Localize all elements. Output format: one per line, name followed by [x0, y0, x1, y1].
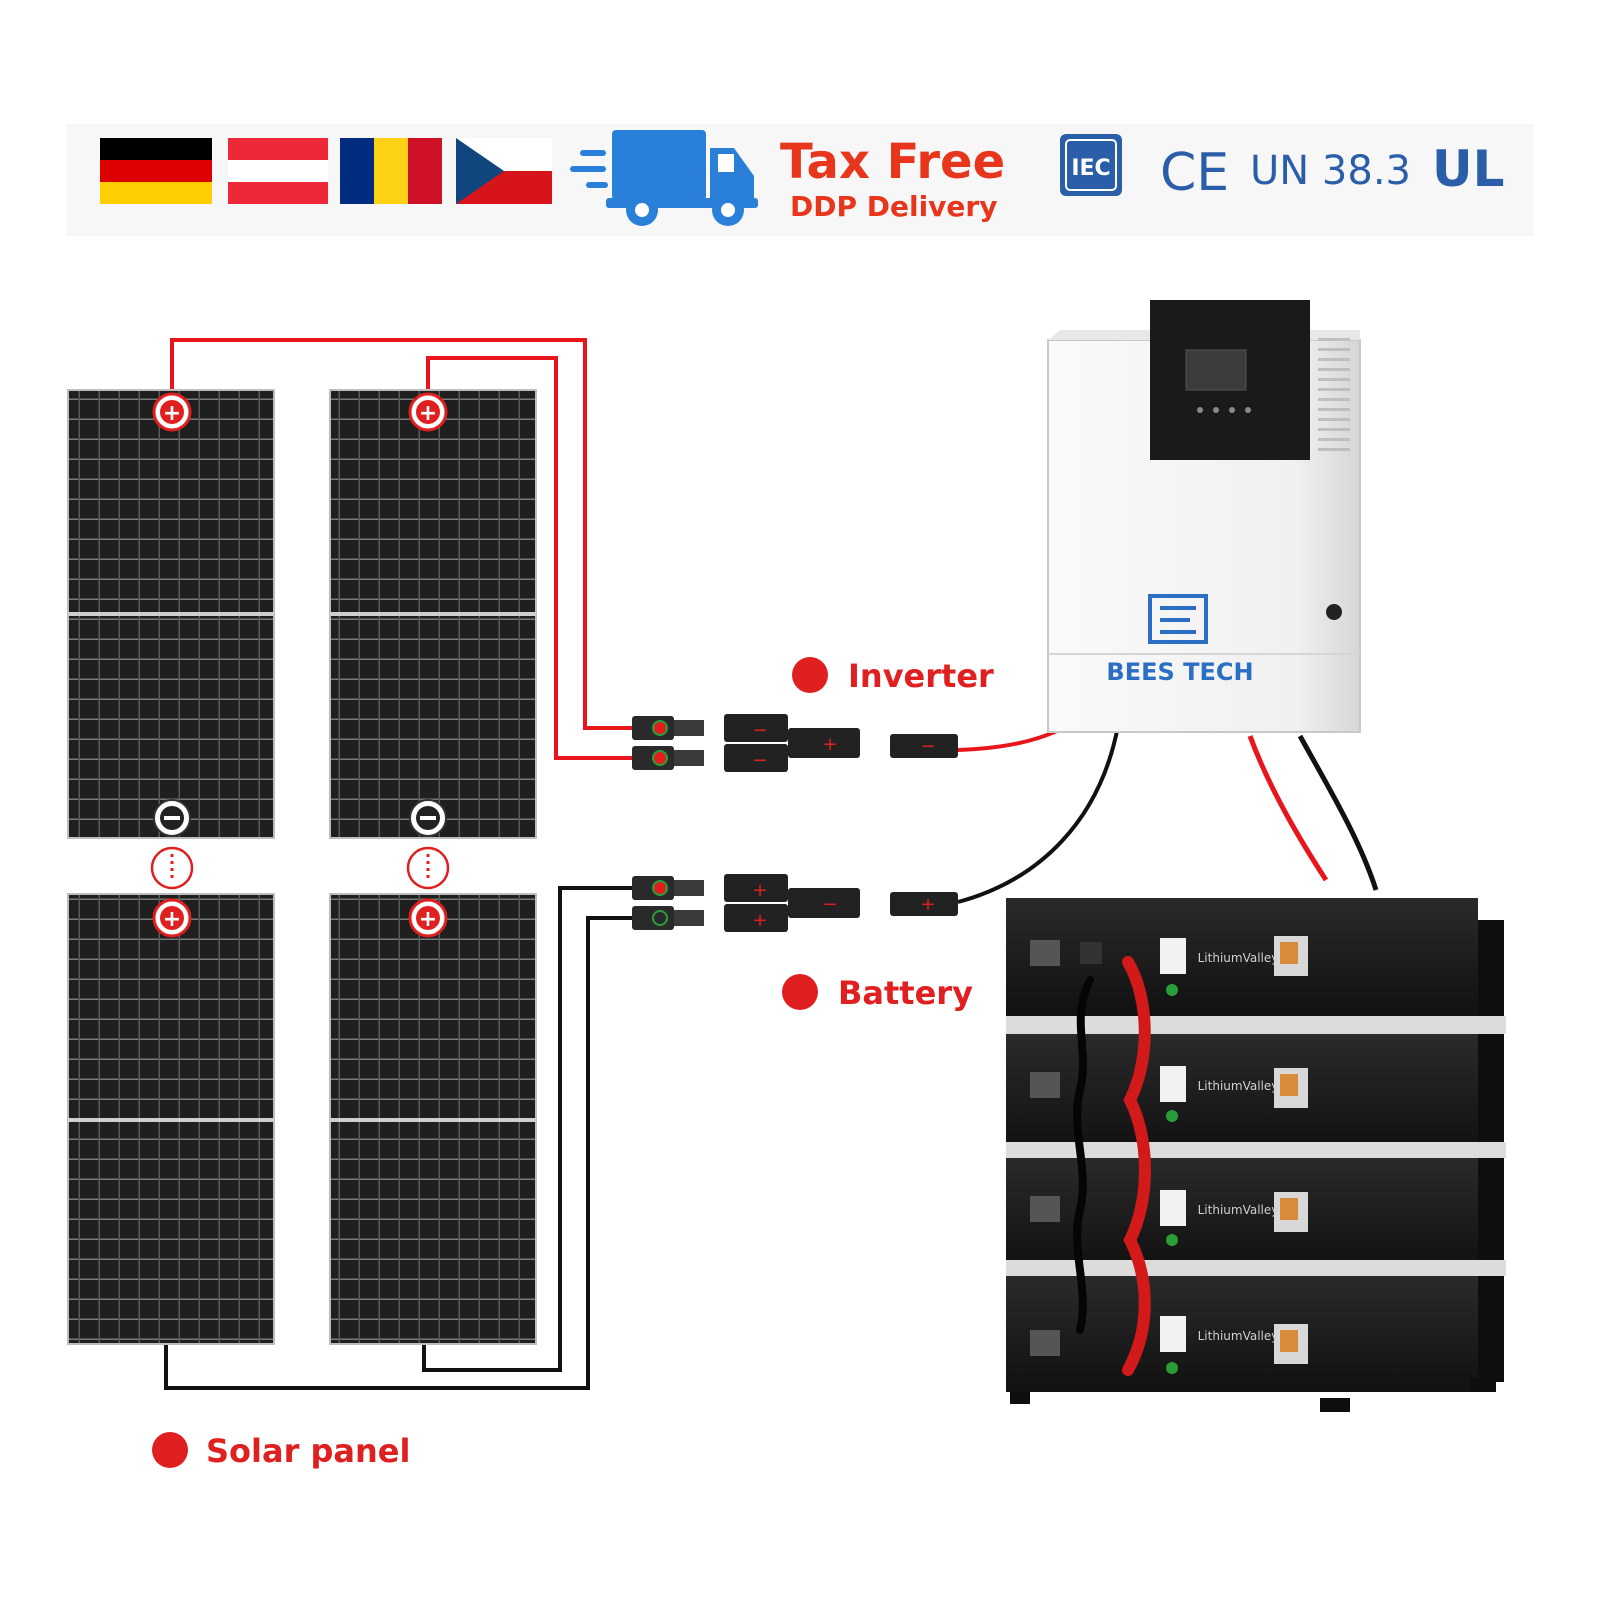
battery-positive-wire [1247, 735, 1329, 882]
svg-text:+: + [419, 401, 437, 426]
negative-terminal-icon [153, 799, 191, 837]
solar-panel-bottom-right [329, 893, 537, 1345]
svg-text:+: + [752, 880, 767, 901]
czech-flag-icon [456, 138, 552, 204]
series-link-icon [406, 846, 450, 890]
svg-text:LithiumValley: LithiumValley [1198, 1203, 1279, 1217]
battery-stack: LithiumValley LithiumValley LithiumValle… [1006, 898, 1506, 1412]
un383-text: UN 38.3 [1250, 148, 1411, 194]
ce-mark-text: CE [1160, 143, 1229, 203]
positive-terminal-icon: + [408, 392, 448, 432]
inverter-button-icons [1197, 407, 1251, 413]
bullet-icon [782, 974, 818, 1010]
solar-panel-top-left [67, 389, 275, 839]
battery-link-cable [1122, 956, 1151, 1376]
inverter-lcd-screen [1185, 349, 1247, 391]
iec-badge-icon: IEC [1060, 134, 1122, 196]
inverter-unit: BEES TECH [1047, 300, 1361, 733]
ddp-delivery-text: DDP Delivery [790, 190, 997, 223]
svg-text:+: + [163, 401, 181, 426]
battery-link-cable-black [1073, 976, 1094, 1334]
panel-terminals: + + + [150, 392, 450, 938]
svg-text:LithiumValley: LithiumValley [1198, 1079, 1279, 1093]
svg-text:+: + [419, 907, 437, 932]
tax-free-text: Tax Free [780, 134, 1005, 190]
positive-terminal-icon: + [408, 898, 448, 938]
inverter-negative-wire [957, 725, 1120, 904]
austria-flag-icon [228, 138, 328, 204]
iec-text: IEC [1071, 156, 1110, 181]
delivery-truck-icon [570, 130, 758, 226]
svg-text:+: + [920, 894, 935, 915]
solar-panel-top-right [329, 389, 537, 839]
pv-negative-wire-2 [422, 886, 632, 1372]
positive-terminal-icon: + [152, 392, 192, 432]
battery-negative-wire [1297, 734, 1379, 891]
svg-text:−: − [920, 736, 935, 757]
series-link-icon [150, 846, 194, 890]
bees-tech-logo-icon [1148, 594, 1208, 644]
svg-text:LithiumValley: LithiumValley [1198, 1329, 1279, 1343]
solar-panel-label-text: Solar panel [206, 1432, 410, 1470]
svg-text:+: + [752, 910, 767, 931]
romania-flag-icon [340, 138, 442, 204]
inverter-brand-text: BEES TECH [1106, 658, 1253, 686]
wiring [164, 338, 1379, 1390]
label-solar-panel: Solar panel [152, 1432, 410, 1470]
battery-module-details: LithiumValley LithiumValley LithiumValle… [1030, 936, 1308, 1374]
mc4-branch-connector-negative: + + − + [632, 874, 958, 932]
pv-negative-wire-1 [164, 916, 632, 1390]
inverter-label-text: Inverter [848, 657, 994, 695]
ul-mark-text: UL [1432, 140, 1504, 198]
inverter-vent-grille [1318, 338, 1350, 451]
svg-text:−: − [822, 894, 837, 915]
bullet-icon [152, 1432, 188, 1468]
inverter-switch-icon [1326, 604, 1342, 620]
mc4-branch-connector-positive: − − + − [632, 714, 958, 772]
top-banner: Tax Free DDP Delivery IEC CE UN 38.3 UL [66, 124, 1534, 236]
label-battery: Battery [782, 974, 973, 1012]
label-inverter: Inverter [792, 657, 994, 695]
solar-panel-array [67, 389, 537, 1345]
svg-text:LithiumValley: LithiumValley [1198, 951, 1279, 965]
svg-text:+: + [163, 907, 181, 932]
svg-text:−: − [752, 750, 767, 771]
negative-terminal-icon [409, 799, 447, 837]
germany-flag-icon [100, 138, 212, 204]
pv-positive-wire-2 [426, 356, 632, 760]
bullet-icon [792, 657, 828, 693]
positive-terminal-icon: + [152, 898, 192, 938]
battery-label-text: Battery [838, 974, 973, 1012]
solar-panel-bottom-left [67, 893, 275, 1345]
svg-text:−: − [752, 720, 767, 741]
svg-text:+: + [822, 734, 837, 755]
pv-positive-wire-1 [170, 338, 632, 730]
